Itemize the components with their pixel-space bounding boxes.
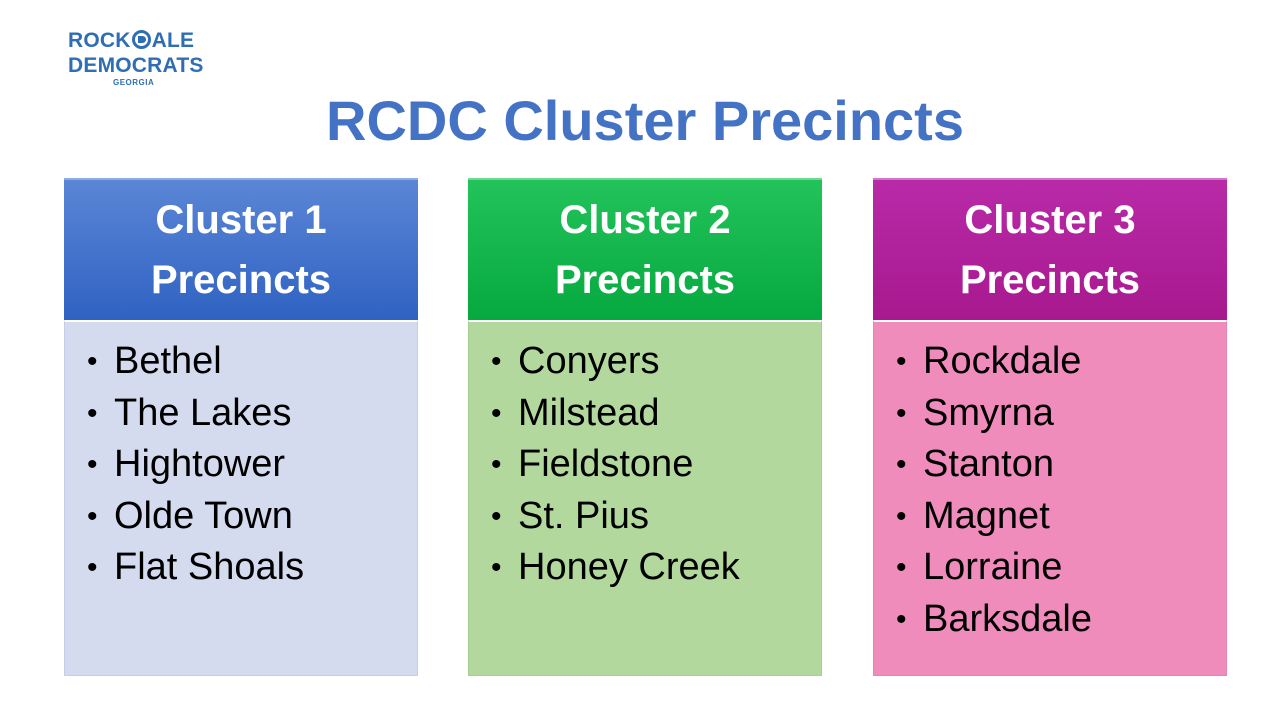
precinct-name: Lorraine [923, 546, 1063, 588]
bullet-icon: • [87, 448, 98, 481]
list-item: • Olde Town [87, 491, 417, 543]
cluster-3-column: Cluster 3 Precincts • Rockdale • Smyrna • S… [873, 178, 1227, 676]
bullet-icon: • [896, 396, 907, 430]
bullet-icon: • [87, 551, 98, 584]
cluster-3-header-line-1: Cluster 3 [964, 198, 1136, 242]
precinct-name: Rockdale [923, 340, 1082, 382]
list-item: • The Lakes [87, 388, 417, 440]
cluster-1-column: Cluster 1 Precincts • Bethel • The Lakes •… [64, 178, 418, 676]
precinct-name: Bethel [114, 340, 222, 382]
bullet-icon: • [491, 551, 502, 584]
bullet-icon: • [896, 602, 907, 636]
cluster-3-precinct-list: • Rockdale • Smyrna • Stanton • Magnet • Lorr… [874, 336, 1226, 645]
logo-line-1: ROCK ALE [68, 28, 218, 53]
cluster-1-header: Cluster 1 Precincts [64, 178, 418, 320]
slide-title: RCDC Cluster Precincts [326, 89, 964, 152]
list-item: • Hightower [87, 439, 417, 491]
cluster-1-header-line-1: Cluster 1 [155, 198, 327, 242]
list-item: • Magnet [896, 491, 1226, 543]
precinct-name: Flat Shoals [114, 546, 305, 588]
bullet-icon: • [491, 396, 502, 430]
precinct-name: The Lakes [114, 391, 292, 434]
logo-d-circle-icon [131, 30, 151, 49]
cluster-3-header-line-2: Precincts [959, 258, 1141, 302]
bullet-icon: • [491, 499, 502, 533]
precinct-name: Barksdale [923, 597, 1092, 640]
cluster-1-body: • Bethel • The Lakes • Hightower • Olde Town… [64, 320, 418, 676]
cluster-2-body: • Conyers • Milstead • Fieldstone • St. Pius… [468, 320, 822, 676]
precinct-name: Milstead [518, 391, 660, 434]
precinct-name: Hightower [114, 443, 286, 485]
bullet-icon: • [87, 499, 98, 533]
list-item: • Flat Shoals [87, 542, 417, 594]
logo-text-rock: ROCK [68, 29, 131, 52]
list-item: • Honey Creek [491, 542, 821, 594]
cluster-2-column: Cluster 2 Precincts • Conyers • Milstead •… [468, 178, 822, 676]
list-item: • Fieldstone [491, 439, 821, 491]
list-item: • Bethel [87, 336, 417, 388]
bullet-icon: • [896, 551, 907, 584]
list-item: • Lorraine [896, 542, 1226, 594]
list-item: • Stanton [896, 439, 1226, 491]
cluster-1-header-line-2: Precincts [150, 258, 332, 302]
list-item: • Smyrna [896, 388, 1226, 440]
cluster-2-header-line-2: Precincts [554, 258, 736, 302]
cluster-1-precinct-list: • Bethel • The Lakes • Hightower • Olde Town… [65, 336, 417, 594]
logo-text-ale: ALE [151, 29, 195, 52]
cluster-2-header: Cluster 2 Precincts [468, 178, 822, 320]
cluster-3-body: • Rockdale • Smyrna • Stanton • Magnet • Lorr… [873, 320, 1227, 676]
bullet-icon: • [896, 345, 907, 378]
bullet-icon: • [896, 448, 907, 481]
bullet-icon: • [896, 499, 907, 533]
precinct-name: Fieldstone [518, 443, 694, 485]
precinct-name: Conyers [518, 340, 660, 382]
cluster-2-precinct-list: • Conyers • Milstead • Fieldstone • St. Pius… [469, 336, 821, 594]
precinct-name: Honey Creek [518, 546, 740, 588]
rockdale-democrats-logo: ROCK ALE DEMOCRATS GEORGIA [68, 28, 218, 88]
list-item: • Conyers [491, 336, 821, 388]
precinct-name: Smyrna [923, 391, 1054, 434]
precinct-name: St. Pius [518, 494, 649, 537]
list-item: • Milstead [491, 388, 821, 440]
precinct-name: Olde Town [114, 494, 293, 537]
bullet-icon: • [87, 396, 98, 430]
bullet-icon: • [87, 345, 98, 378]
bullet-icon: • [491, 448, 502, 481]
precinct-name: Stanton [923, 443, 1054, 485]
list-item: • St. Pius [491, 491, 821, 543]
cluster-3-header: Cluster 3 Precincts [873, 178, 1227, 320]
precinct-name: Magnet [923, 494, 1050, 537]
list-item: • Rockdale [896, 336, 1226, 388]
bullet-icon: • [491, 345, 502, 378]
cluster-2-header-line-1: Cluster 2 [559, 198, 731, 242]
logo-subtitle: GEORGIA [113, 78, 155, 87]
list-item: • Barksdale [896, 594, 1226, 646]
logo-line-2: DEMOCRATS [68, 54, 204, 77]
